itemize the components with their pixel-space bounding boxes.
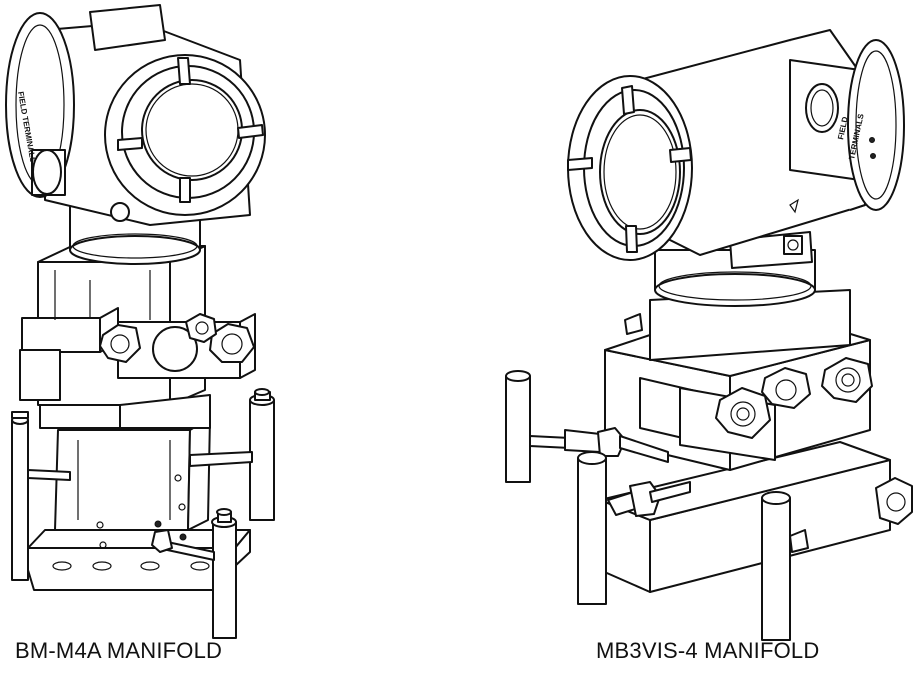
front-cover xyxy=(104,54,266,216)
right-hex-fittings xyxy=(715,357,913,525)
right-front-cover xyxy=(567,75,693,261)
hex-fittings xyxy=(99,313,255,372)
right-transmitter-neck xyxy=(654,231,816,307)
bm-m4a-assembly: FIELD TERMINALS xyxy=(5,4,275,639)
mb3vis-4-caption: MB3VIS-4 MANIFOLD xyxy=(596,638,820,663)
mb3vis-4-assembly: FIELD TERMINALS xyxy=(505,29,913,641)
valve-handles-right xyxy=(505,313,809,641)
bm-m4a-caption: BM-M4A MANIFOLD xyxy=(15,638,223,663)
valve-handles-left xyxy=(11,388,275,639)
